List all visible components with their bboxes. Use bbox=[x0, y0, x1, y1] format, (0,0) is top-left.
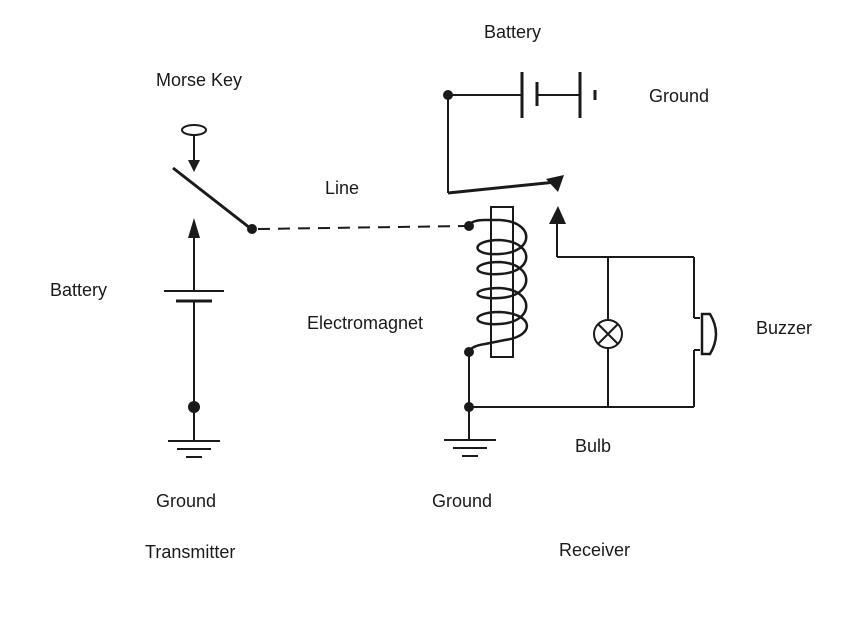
contact-arrow-icon bbox=[549, 206, 566, 224]
morse-key-knob-icon bbox=[181, 124, 207, 136]
label-ground-left: Ground bbox=[156, 491, 217, 511]
transmitter-battery bbox=[164, 218, 224, 440]
armature-tip-arrow-icon bbox=[546, 175, 564, 192]
label-bulb: Bulb bbox=[575, 436, 612, 456]
transmitter-up-arrow-icon bbox=[188, 218, 200, 238]
label-battery-left: Battery bbox=[50, 280, 108, 300]
label-transmitter: Transmitter bbox=[145, 542, 236, 562]
morse-key-contact-node bbox=[247, 224, 257, 234]
transmitter-ground-icon bbox=[168, 440, 220, 458]
receiver-armature bbox=[447, 95, 566, 257]
receiver-ground-icon bbox=[444, 439, 496, 457]
morse-key-lever bbox=[172, 166, 251, 230]
telegraph-line-wire bbox=[257, 225, 467, 230]
armature-lever bbox=[447, 180, 557, 195]
label-morse-key: Morse Key bbox=[156, 70, 243, 90]
label-ground-top: Ground bbox=[649, 86, 710, 106]
morse-key bbox=[172, 124, 257, 234]
label-receiver: Receiver bbox=[559, 540, 631, 560]
label-ground-center: Ground bbox=[432, 491, 493, 511]
bulb-icon bbox=[593, 319, 623, 349]
morse-key-press-arrow-icon bbox=[188, 160, 200, 172]
label-electromagnet: Electromagnet bbox=[307, 313, 424, 333]
label-battery-top: Battery bbox=[484, 22, 542, 42]
receiver-battery bbox=[443, 72, 597, 118]
electromagnet bbox=[464, 206, 529, 440]
buzzer-icon bbox=[694, 312, 718, 356]
label-buzzer: Buzzer bbox=[756, 318, 813, 338]
transmitter-junction-node bbox=[188, 401, 200, 413]
electromagnet-core bbox=[490, 206, 514, 358]
receiver-output-circuit bbox=[469, 256, 695, 408]
label-line: Line bbox=[325, 178, 360, 198]
electromagnet-coil bbox=[467, 218, 529, 353]
